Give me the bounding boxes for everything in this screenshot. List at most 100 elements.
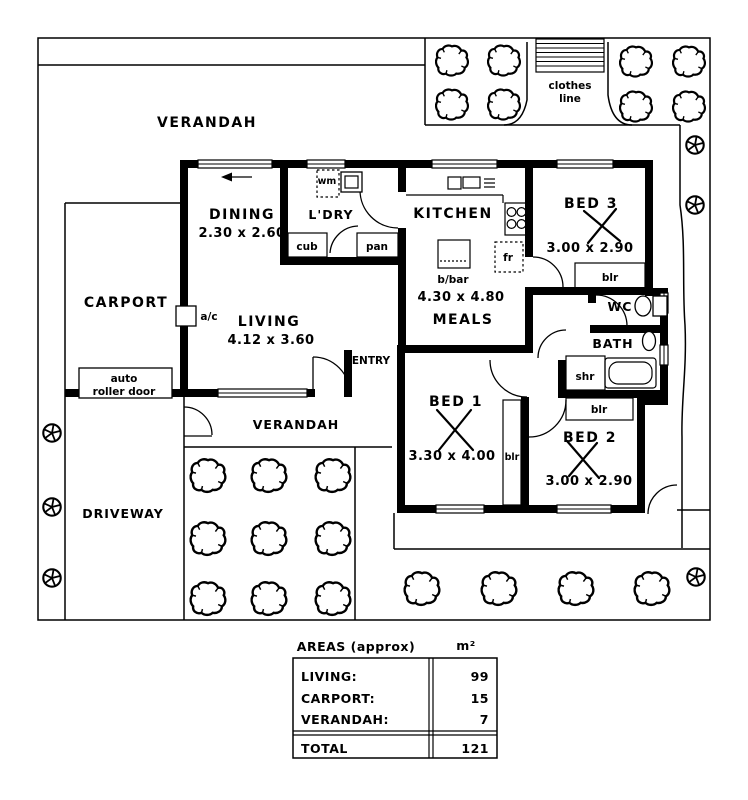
area-row-label: VERANDAH: [301,712,389,727]
backyard-side-line [679,125,687,548]
shr-label: shr [576,371,596,383]
door-swing-icon [595,294,628,327]
bed2-size-label: 3.00 x 2.90 [545,474,632,489]
dining-label: DINING [209,207,275,223]
areas-table: AREAS (approx) m² LIVING: 99 CARPORT: 15… [292,638,498,759]
living-size-label: 4.12 x 3.60 [227,333,314,348]
roller-door-box [78,367,173,399]
bush-icon [487,44,521,77]
window-icon [659,344,669,366]
basin-icon [641,330,657,352]
clothes-line-label: line [559,93,581,105]
sliding-door-arrow-icon [221,172,252,182]
bush-icon [557,571,595,607]
bush-icon [435,44,469,77]
verandah-front-label: VERANDAH [253,417,340,432]
door-swing-icon [329,225,359,254]
bed2-label: BED 2 [563,430,617,446]
cub-label: cub [296,241,318,253]
entry-label: ENTRY [352,355,391,367]
door-swing-icon [489,359,528,398]
kitchen-label: KITCHEN [413,206,492,222]
small-tree-icon [42,423,62,443]
door-swing-icon [312,356,351,395]
robe-bed3-box [574,262,646,289]
robe-bed1-box [502,399,522,506]
bush-icon [633,571,671,607]
carport-label: CARPORT [84,295,168,311]
bush-icon [480,571,518,607]
breakfast-bar-icon [437,239,471,269]
garden-bed-curve-left [503,42,528,126]
bush-icon [672,45,706,78]
bed3-size-label: 3.00 x 2.90 [546,241,633,256]
meals-size-label: 4.30 x 4.80 [417,290,504,305]
small-tree-icon [42,568,62,588]
fr-label: fr [503,252,514,264]
dining-size-label: 2.30 x 2.60 [198,226,285,241]
clothes-line-icon [535,38,605,73]
clothes-line-label: clothes [549,80,592,92]
small-tree-icon [685,195,705,215]
bush-icon [314,458,352,494]
meals-label: MEALS [433,312,494,328]
door-swing-icon [647,484,678,515]
ceiling-fan-icon [582,207,622,245]
bush-icon [250,581,288,617]
blr-bed3-label: blr [602,272,619,284]
window-icon [431,159,498,169]
stove-icon [504,202,529,236]
bush-icon [435,88,469,121]
ceiling-fan-icon [565,439,601,480]
doors [183,189,678,515]
bush-icon [403,571,441,607]
wm-label: wm [318,176,337,187]
cupboard-box [287,232,328,258]
ceiling-fan-icon [435,408,475,452]
window-icon [435,504,485,514]
window-icon [306,159,346,169]
blr-bed2-label: blr [591,404,608,416]
small-tree-icon [42,497,62,517]
door-swing-icon [183,406,213,436]
toilet-icon [634,295,668,317]
bed3-label: BED 3 [564,196,618,212]
small-tree-icon [686,567,706,587]
door-swing-icon [532,256,564,288]
area-row-label: LIVING: [301,669,357,684]
fixtures [78,169,668,506]
window-icon [556,159,614,169]
robe-bed2-box [565,397,634,421]
areas-table-title: AREAS (approx) [297,639,415,654]
verandah-top-label: VERANDAH [157,115,257,131]
ac-label: a/c [200,311,217,323]
washing-machine-icon [316,169,340,198]
bush-icon [619,90,653,123]
bed1-label: BED 1 [429,394,483,410]
bush-icon [487,88,521,121]
window-icon [556,504,612,514]
areas-table-border [292,657,498,759]
area-row-label: CARPORT: [301,691,375,706]
bush-icon [314,521,352,557]
labels: VERANDAH clothes line DINING 2.30 x 2.60… [82,80,633,521]
bathtub-icon [604,357,657,389]
roller-door-label: roller door [93,386,156,398]
area-total-value: 121 [461,741,489,756]
bush-icon [314,581,352,617]
bush-icon [250,458,288,494]
pantry-box [356,232,399,258]
driveway-label: DRIVEWAY [82,506,164,521]
kitchen-bench-icon [406,176,504,203]
small-tree-icon [685,135,705,155]
laundry-label: L'DRY [308,207,353,222]
window-icon [217,388,308,398]
ac-unit-icon [175,305,197,327]
area-row-value: 15 [471,691,489,706]
laundry-trough-icon [340,171,363,193]
window-icon [197,159,273,169]
table-row: CARPORT: 15 [301,691,489,706]
house-walls [65,160,668,513]
